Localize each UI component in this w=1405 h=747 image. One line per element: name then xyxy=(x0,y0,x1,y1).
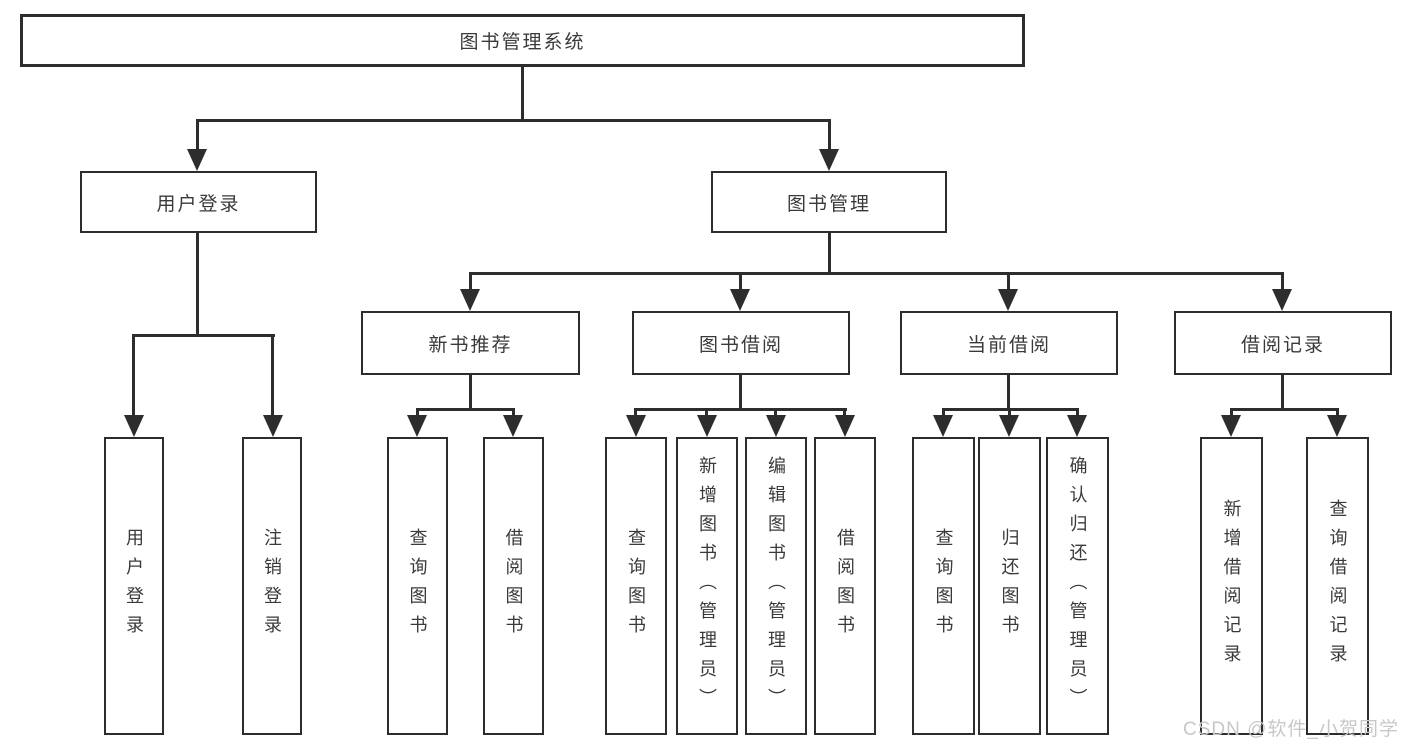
arrowhead-down-icon xyxy=(460,289,480,311)
leaf-edit-book-admin: 编辑图书（管理员） xyxy=(745,437,807,735)
leaf-label: 新增借阅记录 xyxy=(1221,499,1242,673)
node-book-borrow: 图书借阅 xyxy=(632,311,850,375)
arrowhead-down-icon xyxy=(766,415,786,437)
connector-vline xyxy=(1007,272,1010,289)
arrowhead-down-icon xyxy=(730,289,750,311)
arrowhead-down-icon xyxy=(503,415,523,437)
leaf-label: 新增图书（管理员） xyxy=(697,455,717,717)
node-label: 图书管理系统 xyxy=(459,32,586,53)
csdn-watermark: CSDN @软件_小贺同学 xyxy=(1183,719,1399,740)
node-current-borrow: 当前借阅 xyxy=(900,311,1118,375)
leaf-label: 归还图书 xyxy=(999,528,1020,644)
leaf-logout: 注销登录 xyxy=(242,437,302,735)
connector-vline xyxy=(705,408,708,415)
connector-hline xyxy=(469,272,1284,275)
leaf-label: 用户登录 xyxy=(124,528,144,644)
connector-vline xyxy=(132,334,135,415)
node-library-management-system: 图书管理系统 xyxy=(20,14,1025,67)
arrowhead-down-icon xyxy=(998,289,1018,311)
arrowhead-down-icon xyxy=(933,415,953,437)
connector-vline xyxy=(271,334,274,415)
connector-hline xyxy=(635,408,847,411)
connector-vline xyxy=(634,408,637,415)
connector-vline xyxy=(774,408,777,415)
connector-vline xyxy=(196,119,199,149)
arrowhead-down-icon xyxy=(407,415,427,437)
leaf-label: 确认归还（管理员） xyxy=(1067,455,1088,717)
connector-vline xyxy=(828,233,831,274)
connector-vline xyxy=(739,272,742,289)
node-label: 图书借阅 xyxy=(698,334,783,356)
node-label: 用户登录 xyxy=(156,193,241,215)
connector-hline xyxy=(196,119,831,122)
leaf-query-borrow-record: 查询借阅记录 xyxy=(1306,437,1369,735)
node-new-book-recommend: 新书推荐 xyxy=(361,311,580,375)
node-label: 借阅记录 xyxy=(1240,334,1325,356)
connector-hline xyxy=(1230,408,1339,411)
leaf-label: 查询图书 xyxy=(626,528,646,644)
connector-vline xyxy=(1008,408,1011,415)
arrowhead-down-icon xyxy=(1221,415,1241,437)
node-book-management: 图书管理 xyxy=(711,171,947,233)
connector-vline xyxy=(739,375,742,411)
connector-vline xyxy=(942,408,945,415)
arrowhead-down-icon xyxy=(626,415,646,437)
connector-vline xyxy=(1230,408,1233,415)
node-borrow-records: 借阅记录 xyxy=(1174,311,1392,375)
connector-vline xyxy=(196,233,199,337)
leaf-add-borrow-record: 新增借阅记录 xyxy=(1200,437,1263,735)
leaf-query-books-borrow: 查询图书 xyxy=(605,437,667,735)
connector-vline xyxy=(1007,375,1010,411)
connector-vline xyxy=(1336,408,1339,415)
leaf-label: 借阅图书 xyxy=(835,528,855,644)
node-label: 当前借阅 xyxy=(966,334,1051,356)
connector-vline xyxy=(521,66,524,121)
leaf-query-books-current: 查询图书 xyxy=(912,437,975,735)
connector-vline xyxy=(469,272,472,289)
leaf-label: 注销登录 xyxy=(262,528,282,644)
leaf-label: 查询图书 xyxy=(407,528,428,644)
node-label: 图书管理 xyxy=(786,193,871,215)
arrowhead-down-icon xyxy=(124,415,144,437)
node-user-login: 用户登录 xyxy=(80,171,317,233)
connector-vline xyxy=(512,408,515,415)
arrowhead-down-icon xyxy=(1327,415,1347,437)
leaf-label: 编辑图书（管理员） xyxy=(766,455,786,717)
leaf-user-login: 用户登录 xyxy=(104,437,164,735)
arrowhead-down-icon xyxy=(999,415,1019,437)
arrowhead-down-icon xyxy=(835,415,855,437)
connector-vline xyxy=(469,375,472,411)
arrowhead-down-icon xyxy=(819,149,839,171)
leaf-return-books: 归还图书 xyxy=(978,437,1041,735)
arrowhead-down-icon xyxy=(697,415,717,437)
connector-vline xyxy=(1281,375,1284,411)
connector-hline xyxy=(133,334,275,337)
leaf-label: 查询借阅记录 xyxy=(1327,499,1348,673)
leaf-borrow-books-recommend: 借阅图书 xyxy=(483,437,544,735)
leaf-confirm-return-admin: 确认归还（管理员） xyxy=(1046,437,1109,735)
connector-vline xyxy=(1281,272,1284,289)
leaf-add-book-admin: 新增图书（管理员） xyxy=(676,437,738,735)
leaf-label: 查询图书 xyxy=(933,528,954,644)
connector-vline xyxy=(416,408,419,415)
leaf-query-books-recommend: 查询图书 xyxy=(387,437,448,735)
connector-vline xyxy=(828,119,831,149)
connector-hline xyxy=(416,408,515,411)
connector-vline xyxy=(843,408,846,415)
arrowhead-down-icon xyxy=(187,149,207,171)
leaf-label: 借阅图书 xyxy=(503,528,524,644)
node-label: 新书推荐 xyxy=(428,334,513,356)
leaf-borrow-books: 借阅图书 xyxy=(814,437,876,735)
arrowhead-down-icon xyxy=(1067,415,1087,437)
connector-vline xyxy=(1076,408,1079,415)
arrowhead-down-icon xyxy=(263,415,283,437)
arrowhead-down-icon xyxy=(1272,289,1292,311)
